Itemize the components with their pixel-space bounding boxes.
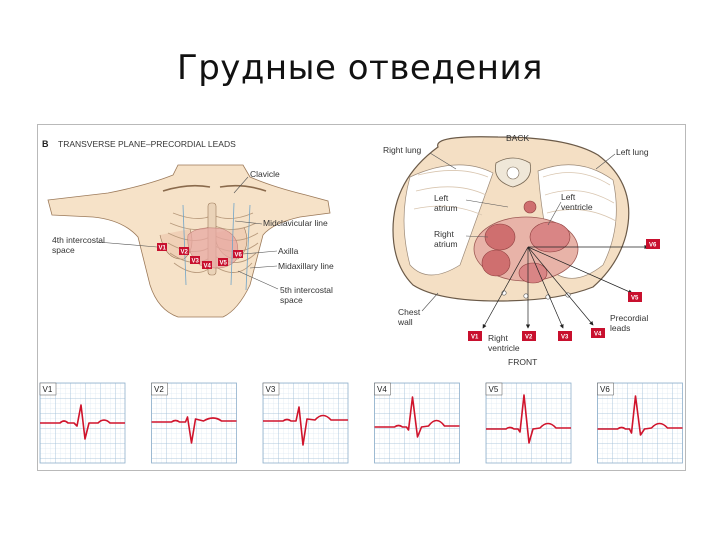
- ecg-lead-v1: V1: [39, 382, 126, 464]
- label-right-ventricle-1: Right: [488, 333, 508, 343]
- svg-text:V4: V4: [204, 264, 212, 270]
- svg-text:V1: V1: [159, 246, 167, 252]
- label-chest-wall-2: wall: [397, 317, 413, 327]
- label-left-lung: Left lung: [616, 147, 649, 157]
- ecg-grid: [374, 382, 460, 464]
- precordial-leads-figure: B TRANSVERSE PLANE–PRECORDIAL LEADS V1 V…: [37, 124, 686, 471]
- ecg-lead-label-box: [151, 382, 168, 396]
- svg-text:V4: V4: [594, 332, 602, 338]
- label-back: BACK: [506, 133, 529, 143]
- label-precordial-1: Precordial: [610, 313, 648, 323]
- svg-text:V2: V2: [525, 335, 533, 341]
- ecg-lead-label-box: [485, 382, 503, 396]
- lead-marker-v4: [591, 328, 605, 338]
- label-4th-intercostal-space: space: [52, 245, 75, 255]
- ecg-lead-label-box: [262, 382, 280, 396]
- ecg-lead-v4: V4: [374, 382, 460, 464]
- electrode-v4: [202, 261, 212, 269]
- svg-text:V3: V3: [561, 335, 569, 341]
- ecg-lead-label: V5: [489, 385, 499, 394]
- svg-text:V1: V1: [471, 335, 479, 341]
- label-4th-intercostal: 4th intercostal: [52, 235, 105, 245]
- figure-canvas: B TRANSVERSE PLANE–PRECORDIAL LEADS V1 V…: [39, 133, 683, 464]
- ecg-lead-label-box: [39, 382, 57, 396]
- ecg-strip: V1 V2 V3 V4 V5 V6: [39, 382, 683, 464]
- ecg-lead-v2: V2: [151, 382, 237, 464]
- electrode-v6: [233, 250, 243, 258]
- ecg-lead-v6: V6: [597, 382, 683, 464]
- lead-marker-v3: [558, 331, 572, 341]
- ecg-grid: [262, 382, 349, 464]
- transverse-section: V6 V5 V4 V3 V2 V1: [392, 136, 660, 341]
- panel-letter: B: [42, 139, 49, 149]
- svg-text:V5: V5: [220, 261, 228, 267]
- label-front: FRONT: [508, 357, 537, 367]
- ecg-trace: [374, 396, 460, 438]
- lead-markers: V6 V5 V4 V3 V2 V1: [468, 239, 660, 341]
- panel-heading: TRANSVERSE PLANE–PRECORDIAL LEADS: [58, 139, 236, 149]
- ecg-trace: [597, 395, 683, 436]
- svg-text:V6: V6: [649, 243, 657, 249]
- ecg-trace: [486, 394, 571, 444]
- section-labels: BACK Right lung Left lung Left atrium Le…: [383, 133, 649, 367]
- ecg-lead-label: V2: [154, 385, 164, 394]
- ecg-lead-label: V1: [43, 385, 53, 394]
- label-right-atrium-1: Right: [434, 229, 454, 239]
- ecg-trace: [263, 406, 348, 446]
- label-5th-intercostal-space: space: [280, 295, 303, 305]
- lead-marker-v5: [628, 292, 642, 302]
- torso-illustration: V1 V2 V3 V4 V5 V6: [47, 164, 331, 318]
- slide-title: Грудные отведения: [176, 48, 543, 88]
- electrode-markers: V1 V2 V3 V4 V5 V6: [157, 243, 243, 270]
- ecg-grid: [485, 382, 572, 464]
- label-left-ventricle-1: Left: [561, 192, 576, 202]
- label-midaxillary-line: Midaxillary line: [278, 261, 334, 271]
- ecg-lead-label: V3: [266, 385, 276, 394]
- lead-marker-v2: [522, 331, 536, 341]
- ecg-trace: [40, 404, 125, 440]
- ecg-grid: [597, 382, 683, 464]
- label-midclavicular-line: Midclavicular line: [263, 218, 328, 228]
- lead-marker-v6: [646, 239, 660, 249]
- ecg-lead-label-box: [374, 382, 391, 396]
- label-chest-wall-1: Chest: [398, 307, 421, 317]
- label-left-atrium-2: atrium: [434, 203, 458, 213]
- electrode-v3: [190, 256, 200, 264]
- ecg-lead-label: V4: [377, 385, 387, 394]
- label-right-lung: Right lung: [383, 145, 422, 155]
- label-left-atrium-1: Left: [434, 193, 449, 203]
- svg-text:V6: V6: [235, 253, 243, 259]
- ecg-lead-v5: V5: [485, 382, 572, 464]
- ecg-grid: [151, 382, 237, 464]
- ecg-trace: [151, 416, 237, 444]
- lead-marker-v1: [468, 331, 482, 341]
- label-left-ventricle-2: ventricle: [561, 202, 593, 212]
- ecg-lead-label: V6: [600, 385, 610, 394]
- electrode-v5: [218, 258, 228, 266]
- label-right-atrium-2: atrium: [434, 239, 458, 249]
- label-axilla: Axilla: [278, 246, 299, 256]
- electrode-v1: [157, 243, 167, 251]
- ecg-lead-label-box: [597, 382, 614, 396]
- electrode-v2: [179, 247, 189, 255]
- svg-text:V2: V2: [181, 250, 189, 256]
- torso-labels: Clavicle Midclavicular line 4th intercos…: [52, 169, 334, 305]
- label-clavicle: Clavicle: [250, 169, 280, 179]
- label-precordial-2: leads: [610, 323, 630, 333]
- label-5th-intercostal: 5th intercostal: [280, 285, 333, 295]
- label-right-ventricle-2: ventricle: [488, 343, 520, 353]
- ecg-lead-v3: V3: [262, 382, 349, 464]
- svg-text:V5: V5: [631, 296, 639, 302]
- svg-text:V3: V3: [192, 259, 200, 265]
